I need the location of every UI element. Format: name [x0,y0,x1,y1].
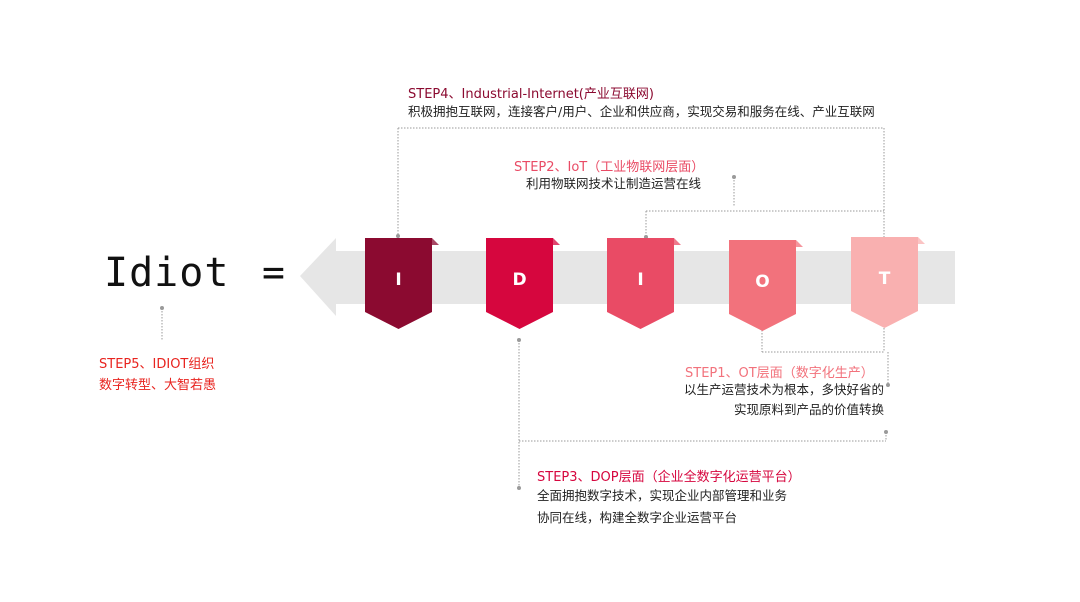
step5-line2: 数字转型、大智若愚 [99,378,217,393]
step1-title: STEP1、OT层面（数字化生产） [685,366,874,381]
letter-tag-label: D [512,270,526,290]
step1-description-line1: 以生产运营技术为根本，多快好省的 [683,382,884,397]
letter-tag-5: T [851,237,925,328]
headline-word: Idiot [104,250,230,296]
letter-tag-label: T [879,269,891,289]
step2-title: STEP2、IoT（工业物联网层面） [514,160,705,175]
step1-description-line2: 实现原料到产品的价值转换 [733,402,884,417]
step2-description: 利用物联网技术让制造运营在线 [526,176,702,191]
connector-dots [160,175,890,490]
step3-title: STEP3、DOP层面（企业全数字化运营平台） [537,470,801,485]
step4-description: 积极拥抱互联网，连接客户/用户、企业和供应商，实现交易和服务在线、产业互联网 [408,104,875,119]
letter-tag-3: I [607,238,681,329]
step5-line1: STEP5、IDIOT组织 [99,357,215,372]
step4-title: STEP4、Industrial-Internet(产业互联网) [408,87,654,102]
equals-sign: = [262,250,285,294]
letter-tag-2: D [486,238,560,329]
letter-tag-label: I [637,270,643,290]
letter-tag-1: I [365,238,439,329]
step3-description-line1: 全面拥抱数字技术，实现企业内部管理和业务 [537,488,788,503]
step3-description-line2: 协同在线，构建全数字企业运营平台 [537,510,738,525]
letter-tag-label: I [395,270,401,290]
letter-tag-4: O [729,240,803,331]
connector-lines [161,127,889,488]
letter-tag-label: O [755,272,769,292]
